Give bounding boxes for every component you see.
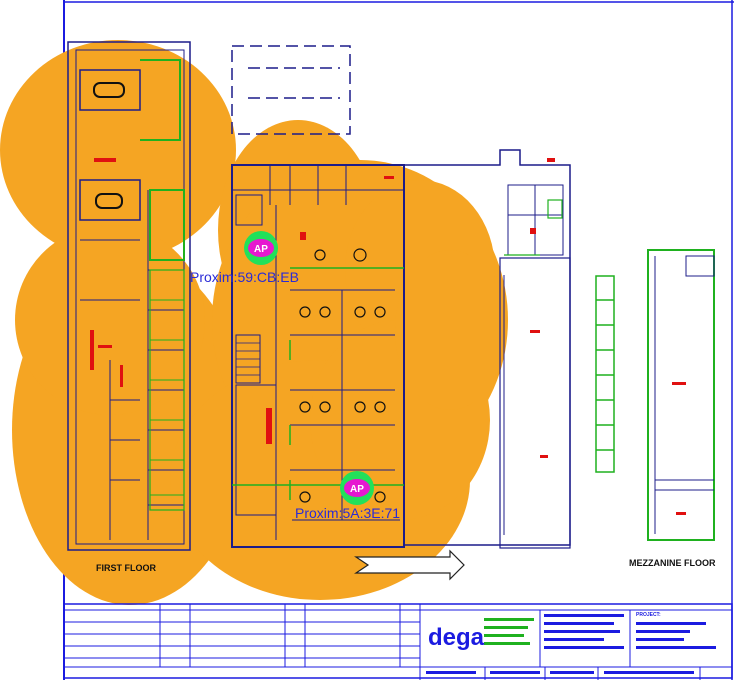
- main-red-marks: [266, 232, 306, 444]
- access-point-1-label: Proxim:59:CB:EB: [190, 269, 299, 285]
- first-floor-label: FIRST FLOOR: [96, 563, 156, 573]
- workstations: [299, 248, 386, 503]
- entrance-arrow: [354, 549, 465, 581]
- project-heading: PROJECT:: [636, 612, 661, 618]
- ap-badge-text: AP: [254, 244, 268, 255]
- access-point-1[interactable]: AP: [244, 231, 278, 265]
- mezzanine-floor-label: MEZZANINE FLOOR: [629, 558, 716, 568]
- mezzanine-red: [672, 382, 686, 515]
- main-building: [231, 164, 405, 548]
- east-building-green: [504, 199, 563, 256]
- company-logo: dega: [428, 624, 485, 651]
- main-green-walls: [232, 267, 404, 500]
- title-block-text-lines: [426, 614, 716, 674]
- ap-badge-text: AP: [350, 484, 364, 495]
- first-floor-building: [67, 41, 191, 551]
- mezzanine-building: [647, 249, 715, 541]
- wifi-coverage-area: [0, 40, 508, 605]
- access-point-2-label: Proxim:5A:3E:71: [295, 505, 400, 521]
- access-point-2[interactable]: AP: [340, 471, 374, 505]
- first-floor-red-marks: [90, 158, 123, 387]
- dashed-outline: [231, 45, 351, 135]
- first-floor-green-walls: [140, 59, 185, 511]
- title-block-green-notes: [484, 618, 534, 645]
- mezzanine-stack: [595, 275, 615, 473]
- title-block: [63, 603, 733, 680]
- east-building: [404, 149, 571, 549]
- east-building-red: [384, 158, 555, 458]
